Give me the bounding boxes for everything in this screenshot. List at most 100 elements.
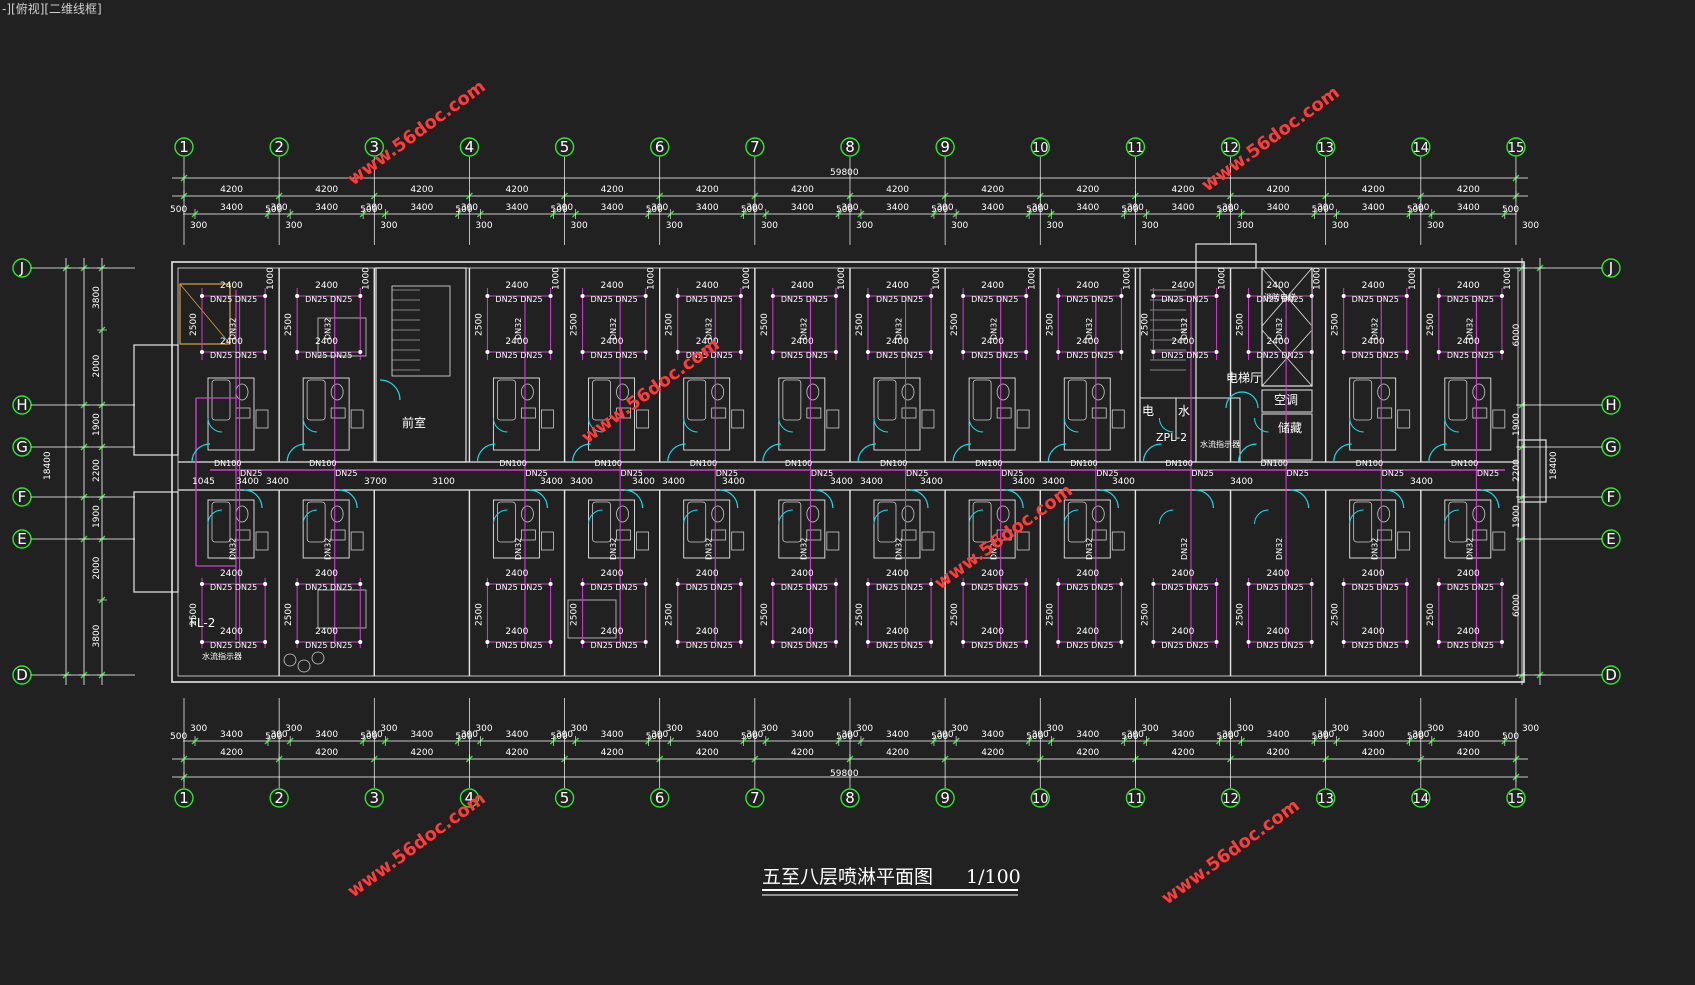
- grid-label-row-G: G: [1605, 438, 1617, 456]
- pipe-size-label: DN32: [1180, 538, 1189, 560]
- grid-label-col-5: 5: [560, 138, 570, 156]
- bathroom-wall-south: [1349, 499, 1397, 559]
- room-dimension: 1000: [266, 267, 276, 290]
- sprinkler-head: [1436, 582, 1441, 586]
- bathtub: [877, 379, 897, 421]
- chair: [297, 659, 311, 673]
- wardrobe: [1492, 531, 1506, 551]
- small-dimension-text: 500: [1407, 205, 1424, 215]
- sprinkler-head: [675, 350, 680, 354]
- total-length-top: 59800: [830, 168, 859, 178]
- door-swing-bath: [302, 417, 318, 433]
- small-dimension-text: 300: [951, 724, 968, 734]
- pipe-size-label: DN32: [1180, 318, 1189, 340]
- dimension-text: 4200: [791, 185, 814, 195]
- door-swing-south: [1290, 489, 1310, 509]
- dimension-text: 3400: [791, 730, 814, 740]
- corridor-dimension: 3400: [662, 477, 685, 487]
- grid-axes: 1122334455667788991010111112121313141415…: [12, 137, 1621, 808]
- room-dimension: 2400: [505, 281, 528, 291]
- grid-label-col-5: 5: [560, 789, 570, 807]
- room-dimension: 2400: [315, 281, 338, 291]
- room-dimension: 2400: [1076, 281, 1099, 291]
- pipe-size-label: DN32: [324, 318, 333, 340]
- dimension-text: 3400: [220, 730, 243, 740]
- aircon-room: [1261, 389, 1313, 413]
- sprinkler-head: [961, 350, 966, 354]
- wardrobe: [636, 409, 649, 429]
- dimension-text-vertical: 3800: [92, 624, 102, 647]
- sprinkler-head: [548, 350, 553, 354]
- sprinkler-head: [1436, 350, 1441, 354]
- pipe-size-label: DN32: [324, 538, 333, 560]
- bathroom-wall-south: [207, 499, 255, 559]
- sprinkler-head: [833, 640, 838, 644]
- door-swing-front-room: [379, 379, 401, 401]
- room-dimension: 2400: [1076, 337, 1099, 347]
- small-dimension-text: 500: [551, 205, 568, 215]
- furniture-block: [179, 283, 231, 345]
- pipe-size-label: DN32: [895, 318, 904, 340]
- grid-label-col-3: 3: [370, 789, 380, 807]
- sink: [1472, 529, 1488, 541]
- toilet: [330, 505, 344, 523]
- room-dimension: 2400: [981, 337, 1004, 347]
- pipe-size-label: DN25 DN25: [876, 351, 923, 360]
- sprinkler-head: [263, 350, 268, 354]
- pipe-size-label: DN25: [1477, 469, 1499, 478]
- small-dimension-text: 500: [265, 205, 282, 215]
- toilet: [616, 383, 629, 401]
- grid-label-row-J: J: [19, 259, 24, 277]
- corridor-dimension: 3400: [1230, 477, 1253, 487]
- grid-label-row-D: D: [16, 666, 28, 684]
- door-swing-south: [1195, 489, 1214, 509]
- dimension-text: 3400: [1457, 203, 1480, 213]
- room-dimension: 2400: [886, 337, 909, 347]
- bathtub: [306, 501, 326, 543]
- grid-bubble-col-9: [935, 788, 955, 808]
- pipe-size-label: DN25 DN25: [971, 641, 1018, 650]
- bathtub: [592, 379, 611, 421]
- grid-bubble-col-6: [650, 788, 670, 808]
- sprinkler-head: [358, 350, 363, 354]
- sprinkler-head: [1119, 350, 1124, 354]
- dimension-text: 4200: [1362, 185, 1385, 195]
- left-stair-wall-upper: [133, 344, 179, 456]
- pipe-size-label: DN25: [621, 469, 643, 478]
- dimension-text: 3400: [696, 203, 719, 213]
- small-dimension-text: 300: [1522, 221, 1539, 231]
- door-swing-north: [762, 443, 781, 463]
- room-dimension: 1000: [932, 267, 942, 290]
- pipe-size-label: DN25: [716, 469, 738, 478]
- wardrobe: [1111, 409, 1125, 429]
- door-swing-south: [529, 489, 549, 509]
- grid-bubble-col-8: [840, 788, 860, 808]
- grid-bubble-col-13: [1315, 137, 1336, 157]
- watermark: www.56doc.com: [344, 76, 490, 190]
- pipe-size-label: DN32: [1085, 538, 1094, 560]
- grid-label-row-E: E: [17, 530, 26, 548]
- door-swing-bath: [873, 417, 889, 433]
- dimension-text: 3400: [601, 203, 624, 213]
- bathroom-wall-north: [492, 377, 540, 451]
- room-dimension: 2400: [696, 569, 719, 579]
- sink: [1377, 407, 1393, 419]
- room-dimension: 2500: [474, 603, 484, 626]
- small-dimension-text: 300: [666, 724, 683, 734]
- room-dimension: 2500: [1140, 313, 1150, 336]
- grid-bubble-col-3: [364, 788, 384, 808]
- wardrobe: [636, 531, 649, 551]
- sink: [901, 407, 917, 419]
- elevator-x: [1261, 329, 1313, 387]
- dimension-text: 4200: [696, 185, 719, 195]
- bathtub: [1067, 379, 1087, 421]
- room-dimension: 1000: [837, 267, 847, 290]
- pipe-size-label: DN25 DN25: [971, 351, 1018, 360]
- sprinkler-head: [961, 582, 966, 586]
- valve-tag: ZPL-2: [1156, 431, 1187, 444]
- small-dimension-text: 300: [1522, 724, 1539, 734]
- sprinkler-head: [865, 582, 870, 586]
- pipe-size-label: DN25: [1382, 469, 1404, 478]
- small-dimension-text: 500: [1217, 732, 1234, 742]
